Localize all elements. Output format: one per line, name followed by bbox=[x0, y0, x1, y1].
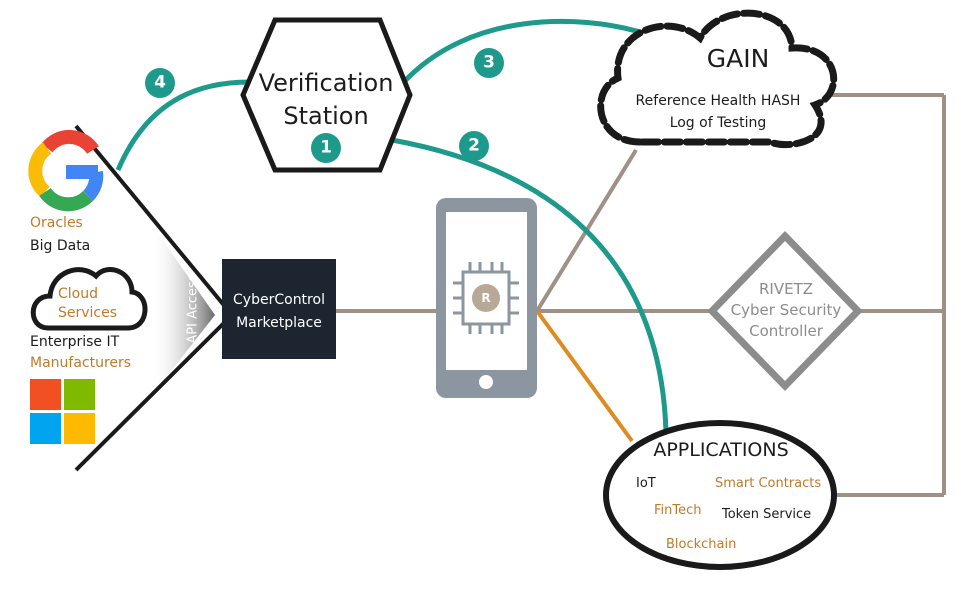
gain-title: GAIN bbox=[706, 44, 770, 73]
app-fintech: FinTech bbox=[654, 503, 702, 518]
gain-line2: Log of Testing bbox=[669, 115, 767, 131]
app-token-service: Token Service bbox=[722, 507, 812, 522]
microsoft-logo-icon bbox=[30, 379, 95, 444]
step-4-circle bbox=[145, 68, 175, 98]
step-1-label: 1 bbox=[320, 137, 332, 158]
rivetz-line2: Cyber Security bbox=[730, 301, 842, 319]
chip-icon bbox=[453, 262, 519, 334]
teal-curves bbox=[115, 18, 669, 433]
rivetz-diamond bbox=[707, 230, 863, 392]
step-3-circle bbox=[474, 48, 504, 78]
cloud-services-icon bbox=[30, 266, 148, 331]
gain-line1: Reference Health HASH bbox=[635, 93, 801, 109]
applications-title: APPLICATIONS bbox=[653, 439, 789, 461]
big-data-label: Big Data bbox=[30, 238, 91, 254]
app-blockchain: Blockchain bbox=[666, 537, 737, 552]
step-2-circle bbox=[459, 131, 489, 161]
verification-label-line1: Verification bbox=[258, 69, 394, 97]
gain-cloud-chain bbox=[597, 9, 838, 149]
enterprise-it-label: Enterprise IT bbox=[30, 334, 120, 350]
curve-step-3 bbox=[400, 18, 641, 86]
chip-mark: R bbox=[481, 291, 491, 305]
marketplace-box bbox=[222, 259, 336, 359]
phone-icon bbox=[436, 198, 537, 398]
step-4-label: 4 bbox=[154, 72, 166, 93]
verification-hexagon bbox=[240, 17, 413, 173]
step-circles bbox=[145, 48, 504, 163]
api-funnel-shade bbox=[150, 222, 215, 398]
marketplace-label-line2: Marketplace bbox=[236, 315, 322, 331]
verification-label-line2: Station bbox=[283, 102, 369, 130]
oracles-label: Oracles bbox=[30, 215, 83, 231]
rivetz-line3: Controller bbox=[749, 322, 823, 340]
curve-step-4 bbox=[115, 79, 251, 171]
curve-step-2 bbox=[391, 137, 669, 433]
applications-ellipse bbox=[603, 420, 837, 570]
chip-logo-circle bbox=[472, 284, 500, 312]
funnel-lines bbox=[74, 124, 234, 472]
manufacturers-label: Manufacturers bbox=[30, 355, 132, 371]
rivetz-line1: RIVETZ bbox=[758, 280, 814, 298]
line-phone-applications bbox=[535, 309, 634, 443]
connector-lines bbox=[336, 93, 946, 497]
step-2-label: 2 bbox=[468, 135, 480, 156]
step-1-circle bbox=[311, 133, 341, 163]
api-access-label: API Access bbox=[185, 274, 201, 344]
app-iot: IoT bbox=[636, 476, 656, 491]
step-3-label: 3 bbox=[483, 52, 495, 73]
cloud-label-line2: Services bbox=[58, 305, 118, 321]
marketplace-label-line1: CyberControl bbox=[233, 292, 325, 308]
cloud-label-line1: Cloud bbox=[58, 286, 98, 302]
app-smart-contracts: Smart Contracts bbox=[715, 476, 822, 491]
google-logo-icon bbox=[28, 129, 104, 212]
